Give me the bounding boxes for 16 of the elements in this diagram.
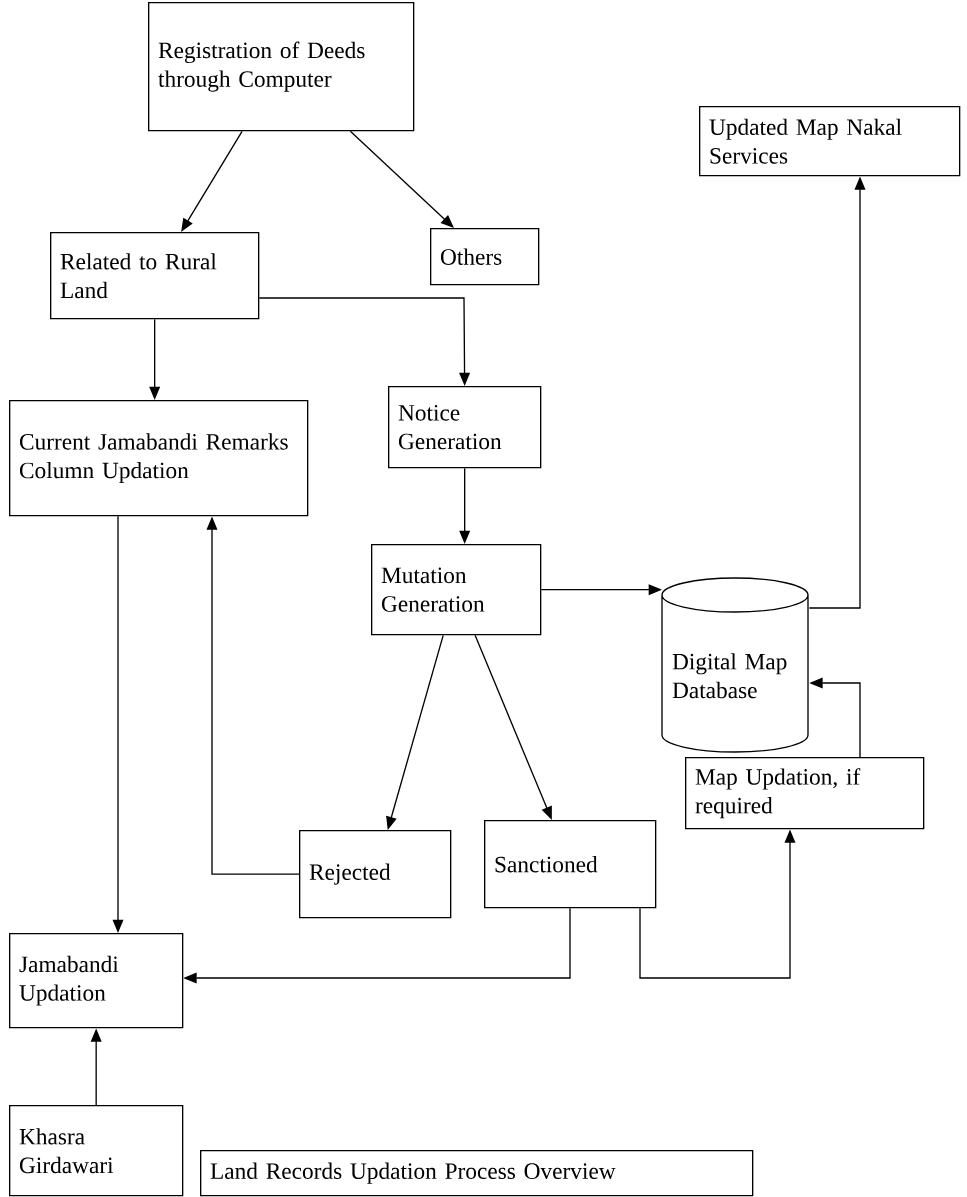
process-box: Updated Map Nakal Services bbox=[699, 106, 961, 177]
process-box: Khasra Girdawari bbox=[9, 1105, 184, 1197]
arrow bbox=[181, 130, 243, 232]
process-box: Rejected bbox=[299, 830, 452, 919]
process-box: Map Updation, if required bbox=[685, 757, 925, 830]
process-box: Registration of Deeds through Computer bbox=[148, 2, 415, 132]
process-box: Sanctioned bbox=[484, 820, 657, 909]
process-box: Related to Rural Land bbox=[50, 232, 260, 320]
arrow bbox=[349, 130, 454, 228]
process-box: Jamabandi Updation bbox=[9, 933, 184, 1029]
process-box: Others bbox=[430, 228, 540, 286]
process-box: Mutation Generation bbox=[371, 544, 542, 636]
process-box: Notice Generation bbox=[388, 386, 542, 469]
process-box: Current Jamabandi Remarks Column Updation bbox=[9, 400, 309, 517]
title-box: Land Records Updation Process Overview bbox=[200, 1150, 754, 1197]
database-cylinder: Digital Map Database bbox=[661, 577, 809, 753]
